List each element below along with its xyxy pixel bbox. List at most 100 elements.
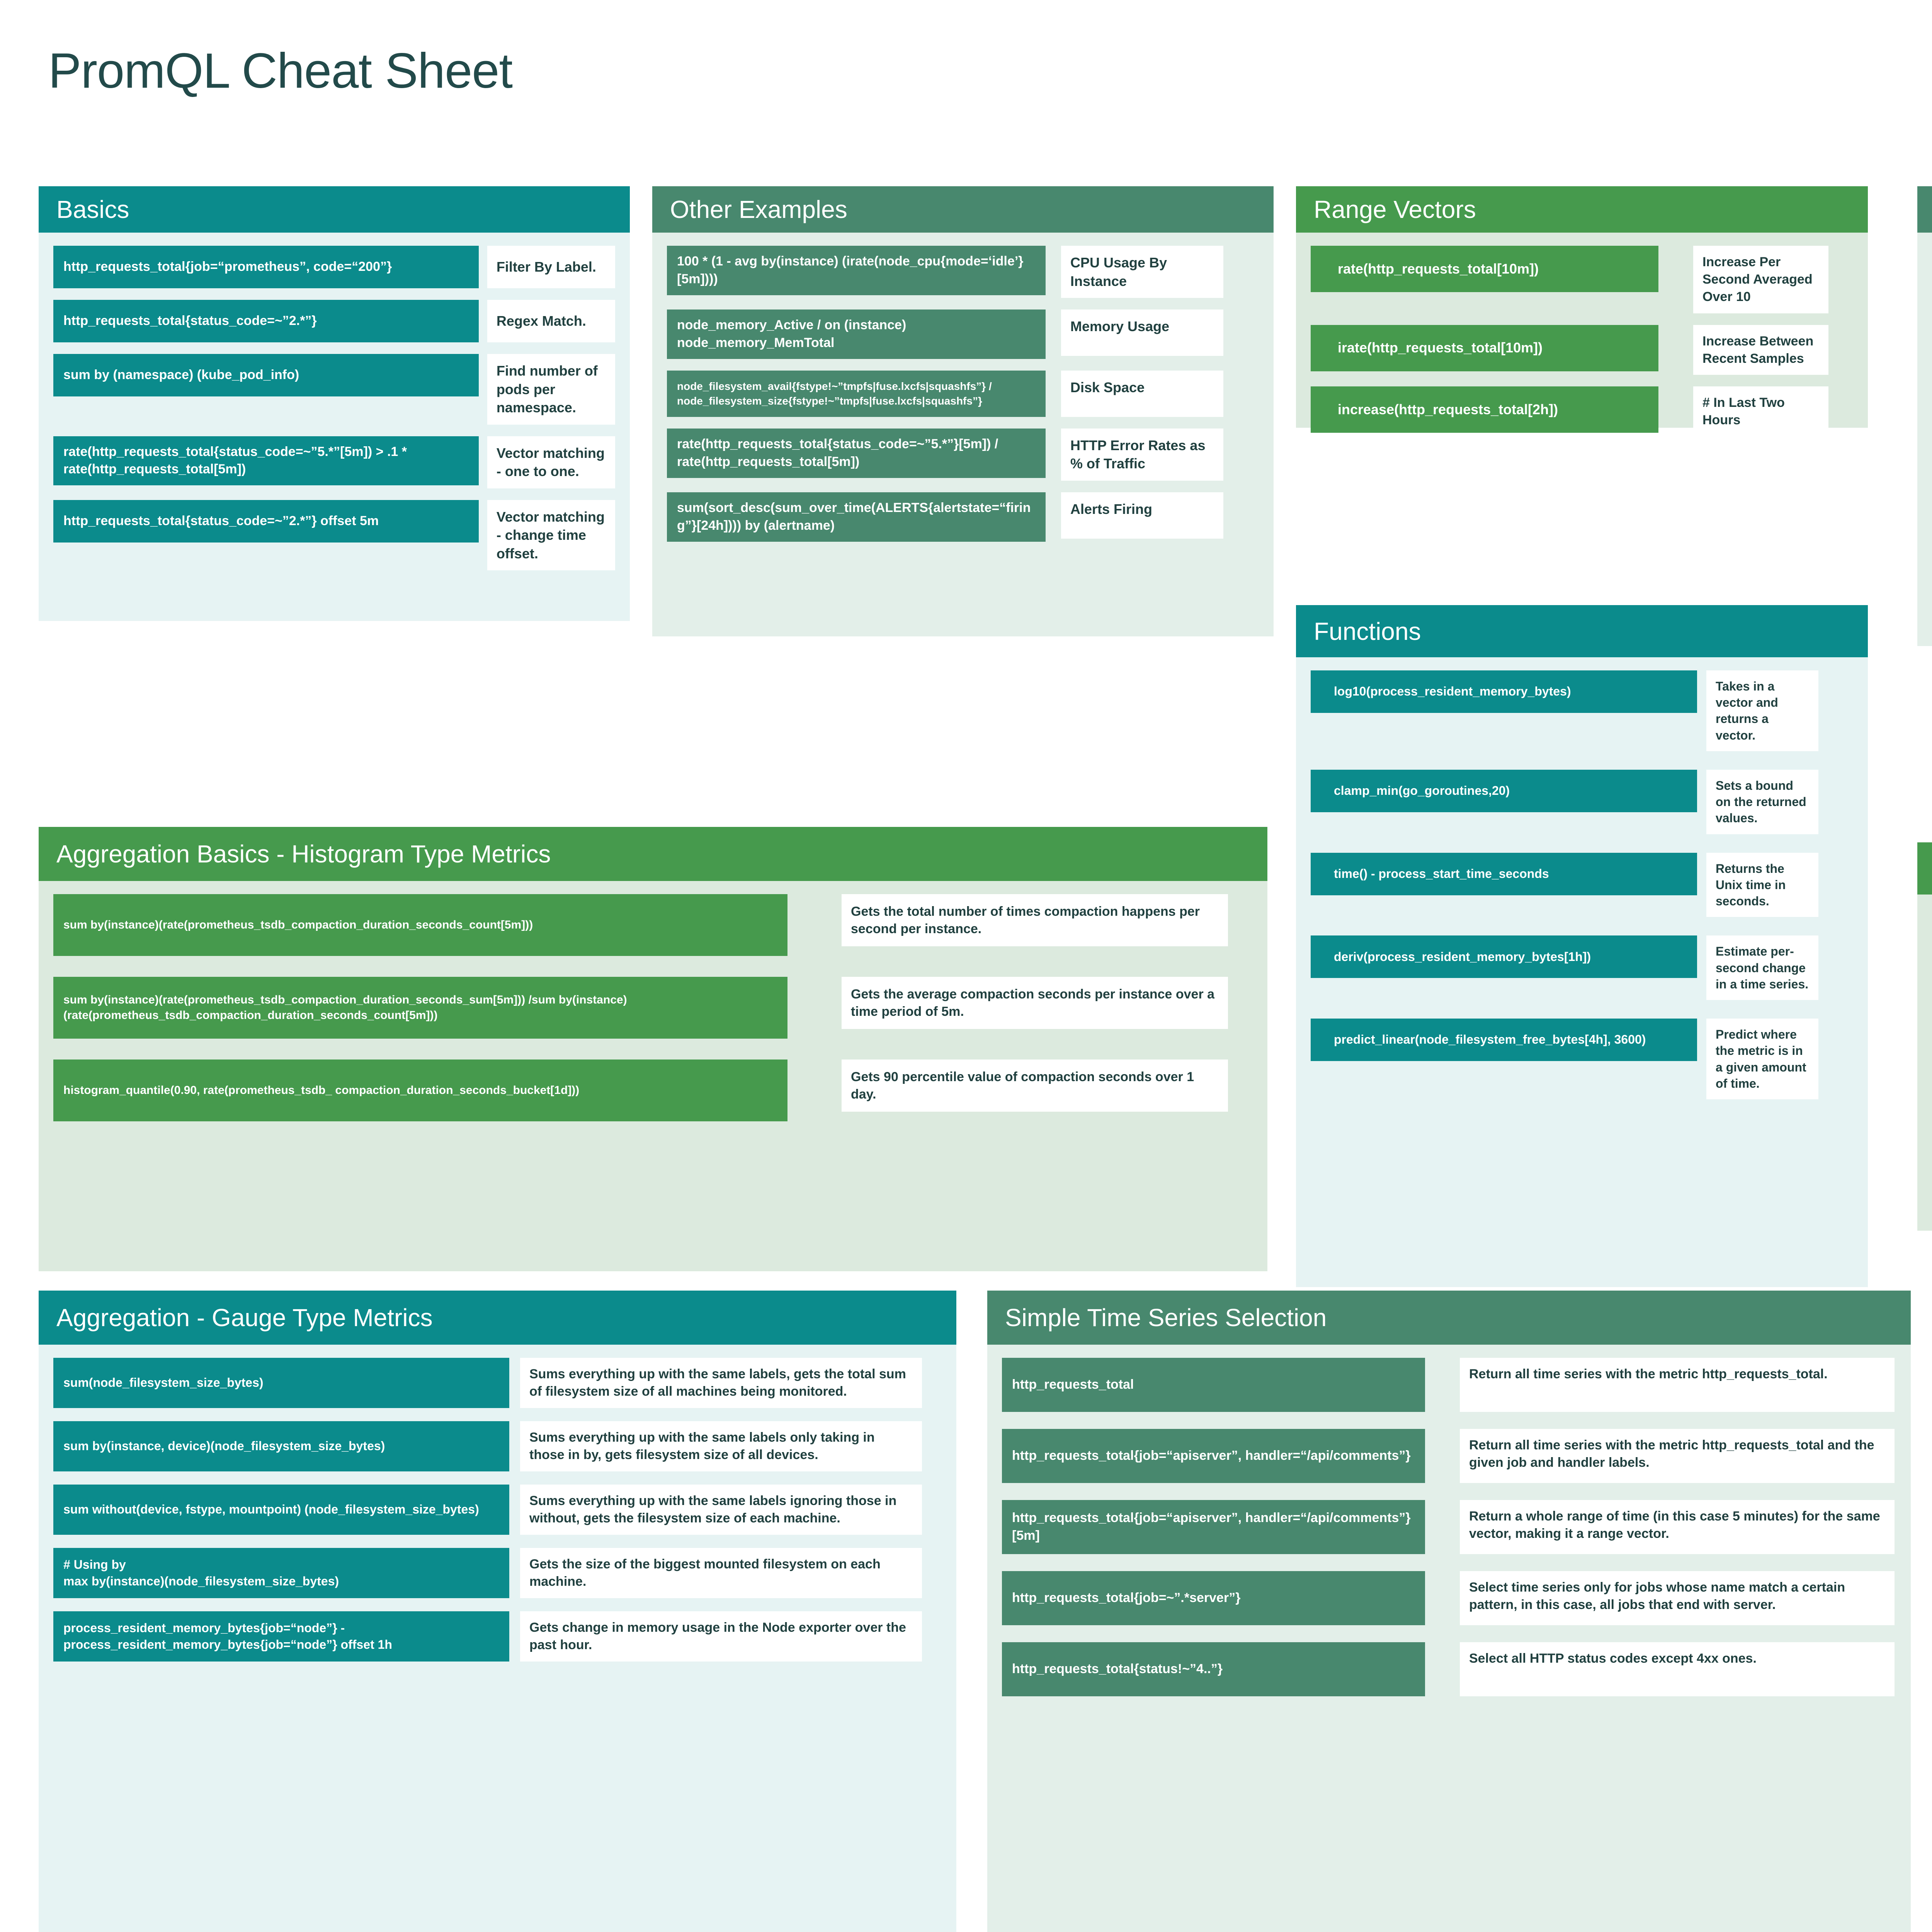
page-title: PromQL Cheat Sheet <box>48 43 513 99</box>
panel-basics: Basics http_requests_total{job=“promethe… <box>39 186 630 621</box>
panel-aggregation-gauge: Aggregation - Gauge Type Metrics sum(nod… <box>39 1291 956 1932</box>
query-description: Find number of pods per namespace. <box>487 354 615 425</box>
list-item: histogram_quantile(0.90, rate(prometheus… <box>53 1060 1253 1121</box>
list-item: http_requests_total Return all time seri… <box>1002 1358 1896 1412</box>
panel-functions: Functions log10(process_resident_memory_… <box>1296 605 1868 1287</box>
query-code[interactable]: rate(http_requests_total{status_code=~”5… <box>53 436 479 486</box>
panel-functions-body: log10(process_resident_memory_bytes) Tak… <box>1296 657 1868 1287</box>
panel-simple-time-series-selection: Simple Time Series Selection http_reques… <box>987 1291 1911 1932</box>
query-code[interactable]: sum by (namespace) (kube_pod_info) <box>53 354 479 396</box>
list-item: irate(http_requests_total[10m]) Increase… <box>1311 325 1853 375</box>
query-code[interactable]: irate(http_requests_total[10m]) <box>1311 325 1658 371</box>
panel-aggregation-gauge-body: sum(node_filesystem_size_bytes) Sums eve… <box>39 1345 956 1932</box>
query-code[interactable]: http_requests_total{job=“apiserver”, han… <box>1002 1500 1425 1554</box>
list-item: 100 * (1 - avg by(instance) (irate(node_… <box>667 246 1259 298</box>
query-description: Increase Between Recent Samples <box>1693 325 1828 375</box>
list-item: sum(node_filesystem_size_bytes) Sums eve… <box>53 1358 942 1408</box>
query-code[interactable]: http_requests_total{status_code=~”2.*”} … <box>53 500 479 543</box>
query-code[interactable]: http_requests_total{job=~”.*server”} <box>1002 1571 1425 1625</box>
query-description: Gets the size of the biggest mounted fil… <box>520 1548 922 1598</box>
query-description: Sums everything up with the same labels … <box>520 1485 922 1535</box>
query-code[interactable]: sum by(instance)(rate(prometheus_tsdb_co… <box>53 894 787 956</box>
list-item: rate(http_requests_total[10m]) Increase … <box>1311 246 1853 313</box>
query-description: Select time series only for jobs whose n… <box>1460 1571 1895 1625</box>
query-description: Disk Space <box>1061 370 1223 417</box>
query-code[interactable]: node_memory_Active / on (instance) node_… <box>667 310 1046 359</box>
list-item: deriv(process_resident_memory_bytes[1h])… <box>1311 935 1853 1000</box>
panel-other-examples: Other Examples 100 * (1 - avg by(instanc… <box>652 186 1274 636</box>
query-description: Gets change in memory usage in the Node … <box>520 1611 922 1662</box>
list-item: http_requests_total{job=“apiserver”, han… <box>1002 1429 1896 1483</box>
list-item: predict_linear(node_filesystem_free_byte… <box>1311 1019 1853 1099</box>
panel-time-duration-body: ms Adding a number prior to this unit sp… <box>1917 233 1932 646</box>
query-code[interactable]: 100 * (1 - avg by(instance) (irate(node_… <box>667 246 1046 295</box>
panel-range-vectors-body: rate(http_requests_total[10m]) Increase … <box>1296 233 1868 437</box>
panel-other-examples-body: 100 * (1 - avg by(instance) (irate(node_… <box>652 233 1274 636</box>
list-item: http_requests_total{job=“apiserver”, han… <box>1002 1500 1896 1554</box>
list-item: sum by(instance)(rate(prometheus_tsdb_co… <box>53 977 1253 1039</box>
panel-selectors-body: {__name__=“node_cpu_seconds_total”} Show… <box>1917 895 1932 1231</box>
query-description: Gets the total number of times compactio… <box>842 894 1228 946</box>
list-item: http_requests_total{status!~”4..”} Selec… <box>1002 1642 1896 1696</box>
query-code[interactable]: node_filesystem_avail{fstype!~”tmpfs|fus… <box>667 370 1046 417</box>
query-code[interactable]: deriv(process_resident_memory_bytes[1h]) <box>1311 935 1697 978</box>
query-code[interactable]: increase(http_requests_total[2h]) <box>1311 386 1658 433</box>
query-description: Vector matching - one to one. <box>487 436 615 488</box>
list-item: sum(sort_desc(sum_over_time(ALERTS{alert… <box>667 492 1259 542</box>
panel-time-duration-examples: Time Duration Examples ms Adding a numbe… <box>1917 186 1932 646</box>
panel-basics-body: http_requests_total{job=“prometheus”, co… <box>39 233 630 621</box>
query-code[interactable]: sum by(instance, device)(node_filesystem… <box>53 1421 509 1471</box>
panel-other-examples-header: Other Examples <box>652 186 1274 233</box>
query-description: # In Last Two Hours <box>1693 386 1828 437</box>
query-code[interactable]: time() - process_start_time_seconds <box>1311 852 1697 895</box>
query-code[interactable]: process_resident_memory_bytes{job=“node”… <box>53 1611 509 1662</box>
query-code[interactable]: log10(process_resident_memory_bytes) <box>1311 670 1697 713</box>
list-item: process_resident_memory_bytes{job=“node”… <box>53 1611 942 1662</box>
panel-basics-header: Basics <box>39 186 630 233</box>
list-item: http_requests_total{status_code=~”2.*”} … <box>53 500 615 571</box>
query-description: Regex Match. <box>487 300 615 342</box>
query-code[interactable]: sum(sort_desc(sum_over_time(ALERTS{alert… <box>667 492 1046 542</box>
query-code[interactable]: sum without(device, fstype, mountpoint) … <box>53 1485 509 1535</box>
query-code[interactable]: rate(http_requests_total[10m]) <box>1311 246 1658 292</box>
panel-range-vectors: Range Vectors rate(http_requests_total[1… <box>1296 186 1868 437</box>
panel-aggregation-gauge-header: Aggregation - Gauge Type Metrics <box>39 1291 956 1345</box>
list-item: clamp_min(go_goroutines,20) Sets a bound… <box>1311 769 1853 834</box>
query-description: Returns the Unix time in seconds. <box>1706 852 1818 917</box>
query-code[interactable]: http_requests_total{job=“apiserver”, han… <box>1002 1429 1425 1483</box>
query-code[interactable]: sum by(instance)(rate(prometheus_tsdb_co… <box>53 977 787 1039</box>
query-code[interactable]: histogram_quantile(0.90, rate(prometheus… <box>53 1060 787 1121</box>
query-description: Filter By Label. <box>487 246 615 288</box>
query-description: HTTP Error Rates as % of Traffic <box>1061 428 1223 481</box>
query-code[interactable]: http_requests_total <box>1002 1358 1425 1412</box>
list-item: rate(http_requests_total{status_code=~”5… <box>667 428 1259 481</box>
list-item: log10(process_resident_memory_bytes) Tak… <box>1311 670 1853 751</box>
list-item: http_requests_total{status_code=~”2.*”} … <box>53 300 615 342</box>
panel-aggregation-histogram-header: Aggregation Basics - Histogram Type Metr… <box>39 827 1267 881</box>
panel-aggregation-histogram-body: sum by(instance)(rate(prometheus_tsdb_co… <box>39 881 1267 1271</box>
list-item: http_requests_total{job=~”.*server”} Sel… <box>1002 1571 1896 1625</box>
list-item: sum by (namespace) (kube_pod_info) Find … <box>53 354 615 425</box>
query-code[interactable]: sum(node_filesystem_size_bytes) <box>53 1358 509 1408</box>
panel-aggregation-histogram: Aggregation Basics - Histogram Type Metr… <box>39 827 1267 1271</box>
panel-time-duration-header: Time Duration Examples <box>1917 186 1932 233</box>
query-description: Alerts Firing <box>1061 492 1223 539</box>
panel-functions-header: Functions <box>1296 605 1868 657</box>
query-description: Increase Per Second Averaged Over 10 <box>1693 246 1828 313</box>
query-description: Return a whole range of time (in this ca… <box>1460 1500 1895 1554</box>
panel-selectors-header: Selectors <box>1917 842 1932 895</box>
query-code[interactable]: http_requests_total{status_code=~”2.*”} <box>53 300 479 342</box>
query-code[interactable]: rate(http_requests_total{status_code=~”5… <box>667 428 1046 478</box>
query-code[interactable]: clamp_min(go_goroutines,20) <box>1311 769 1697 812</box>
query-description: Sums everything up with the same labels,… <box>520 1358 922 1408</box>
query-code[interactable]: predict_linear(node_filesystem_free_byte… <box>1311 1019 1697 1061</box>
query-code[interactable]: http_requests_total{job=“prometheus”, co… <box>53 246 479 288</box>
panel-selectors: Selectors {__name__=“node_cpu_seconds_to… <box>1917 842 1932 1231</box>
list-item: sum by(instance)(rate(prometheus_tsdb_co… <box>53 894 1253 956</box>
panel-range-vectors-header: Range Vectors <box>1296 186 1868 233</box>
query-code[interactable]: # Using by max by(instance)(node_filesys… <box>53 1548 509 1598</box>
panel-simple-time-series-header: Simple Time Series Selection <box>987 1291 1911 1345</box>
query-code[interactable]: http_requests_total{status!~”4..”} <box>1002 1642 1425 1696</box>
query-description: Sets a bound on the returned values. <box>1706 769 1818 834</box>
query-description: Estimate per-second change in a time ser… <box>1706 935 1818 1000</box>
